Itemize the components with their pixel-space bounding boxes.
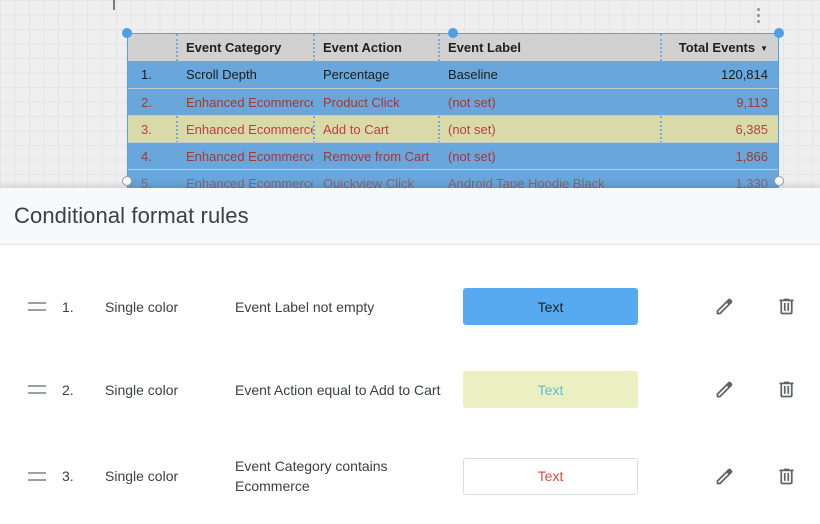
rule-type: Single color (105, 468, 179, 484)
cell-label: (not set) (448, 148, 496, 164)
rule-row: 1. Single color Event Label not empty Te… (0, 265, 820, 348)
panel-header: Conditional format rules (0, 188, 820, 245)
page-edge-marker (113, 0, 115, 10)
resize-handle-middle-right[interactable] (774, 176, 784, 186)
more-options-icon[interactable] (750, 8, 766, 28)
row-number: 5. (141, 175, 152, 191)
cell-label: (not set) (448, 94, 496, 110)
delete-rule-button[interactable] (774, 464, 798, 488)
resize-handle-top-right[interactable] (774, 28, 784, 38)
column-guide-icon (176, 34, 178, 61)
cell-action: Remove from Cart (323, 148, 430, 164)
cell-total: 1,866 (735, 148, 768, 164)
table-row: 4. Enhanced Ecommerce Remove from Cart (… (128, 142, 778, 169)
cell-total: 9,113 (736, 94, 768, 110)
trash-icon (779, 298, 793, 315)
drag-handle-icon[interactable] (28, 302, 46, 311)
row-number: 1. (141, 67, 152, 82)
rule-condition: Event Category contains Ecommerce (235, 458, 388, 494)
cell-label: (not set) (448, 121, 496, 137)
cell-total: 6,385 (735, 121, 768, 137)
column-guide-icon (660, 116, 662, 143)
rule-color-swatch[interactable]: Text (463, 457, 638, 495)
rule-index: 1. (62, 298, 74, 315)
total-events-label: Total Events (678, 40, 756, 55)
column-guide-icon (438, 34, 440, 61)
resize-handle-top-middle[interactable] (448, 28, 458, 38)
row-number: 4. (141, 148, 152, 164)
rule-row: 3. Single color Event Category contains … (0, 431, 820, 521)
table-row: 3. Enhanced Ecommerce Add to Cart (not s… (128, 115, 778, 143)
delete-rule-button[interactable] (774, 378, 798, 402)
col-header-total-events[interactable]: Total Events ▼ (660, 40, 777, 55)
pencil-icon (716, 381, 732, 398)
pencil-icon (716, 298, 732, 315)
drag-handle-icon[interactable] (28, 471, 46, 481)
panel-title: Conditional format rules (14, 203, 249, 228)
conditional-format-rules-panel: Conditional format rules 1. Single color… (0, 188, 820, 524)
cell-action: Add to Cart (323, 121, 389, 137)
rule-type: Single color (105, 298, 179, 315)
sort-desc-icon[interactable]: ▼ (760, 44, 768, 53)
rules-list: 1. Single color Event Label not empty Te… (0, 245, 820, 521)
data-table[interactable]: Event Category Event Action Event Label … (127, 33, 779, 196)
rule-type: Single color (105, 381, 179, 398)
column-guide-icon (660, 34, 662, 61)
cell-category: Enhanced Ecommerce (186, 148, 313, 164)
rule-index: 3. (62, 468, 74, 484)
column-guide-icon (313, 34, 315, 61)
drag-handle-icon[interactable] (28, 385, 46, 394)
cell-category: Enhanced Ecommerce (186, 94, 313, 110)
edit-rule-button[interactable] (712, 295, 736, 319)
rule-condition: Event Label not empty (235, 298, 375, 315)
column-guide-icon (313, 116, 315, 143)
trash-icon (779, 381, 793, 398)
rule-index: 2. (62, 381, 74, 398)
cell-action: Quickview Click (323, 175, 415, 191)
rule-color-swatch[interactable]: Text (463, 288, 638, 325)
cell-action: Product Click (323, 94, 400, 110)
edit-rule-button[interactable] (712, 464, 736, 488)
delete-rule-button[interactable] (774, 295, 798, 319)
col-header-event-category[interactable]: Event Category (186, 40, 282, 55)
cell-category: Scroll Depth (186, 67, 257, 82)
cell-category: Enhanced Ecommerce (186, 121, 313, 137)
column-guide-icon (438, 116, 440, 143)
resize-handle-top-left[interactable] (122, 28, 132, 38)
table-row: 1. Scroll Depth Percentage Baseline 120,… (128, 61, 778, 88)
col-header-event-action[interactable]: Event Action (323, 40, 402, 55)
row-number: 3. (141, 121, 152, 137)
table-row: 2. Enhanced Ecommerce Product Click (not… (128, 88, 778, 115)
col-header-event-label[interactable]: Event Label (448, 40, 521, 55)
pencil-icon (716, 468, 732, 484)
cell-action: Percentage (323, 67, 390, 82)
trash-icon (779, 468, 793, 484)
row-number: 2. (141, 94, 152, 110)
rule-condition: Event Action equal to Add to Cart (235, 381, 441, 398)
resize-handle-middle-left[interactable] (122, 176, 132, 186)
cell-total: 120,814 (721, 67, 768, 82)
rule-color-swatch[interactable]: Text (463, 371, 638, 408)
table-header-row: Event Category Event Action Event Label … (128, 34, 778, 61)
cell-label: Baseline (448, 67, 498, 82)
cell-total: 1,330 (735, 175, 768, 191)
cell-category: Enhanced Ecommerce (186, 175, 313, 191)
edit-rule-button[interactable] (712, 378, 736, 402)
column-guide-icon (176, 116, 178, 143)
cell-label: Android Tape Hoodie Black (448, 175, 605, 191)
rule-row: 2. Single color Event Action equal to Ad… (0, 348, 820, 431)
